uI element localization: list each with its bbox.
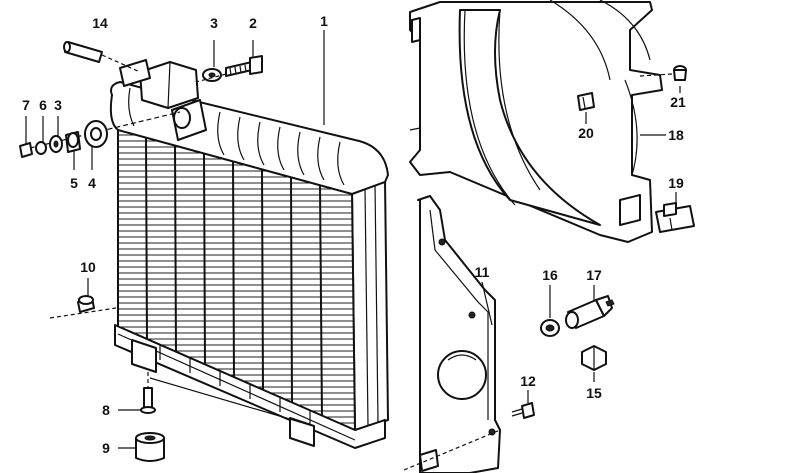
part-16-seal-ring (540, 319, 560, 337)
radiator (109, 59, 389, 449)
callout-6: 6 (39, 97, 47, 113)
callout-15: 15 (586, 385, 602, 401)
callout-12: 12 (520, 373, 536, 389)
callout-2: 2 (249, 15, 257, 31)
callout-11: 11 (475, 264, 490, 280)
part-4-grommet (84, 120, 108, 148)
callout-8: 8 (102, 402, 110, 418)
part-12-screw (511, 402, 535, 419)
part-3-washer-left (49, 135, 63, 153)
part-3-washer-top (202, 68, 222, 82)
callout-14: 14 (92, 15, 108, 31)
part-18-fan-shroud (409, 0, 663, 243)
callout-16: 16 (542, 267, 558, 283)
part-19-clip (655, 202, 695, 233)
part-2-bolt (225, 55, 263, 77)
part-6-washer (35, 141, 47, 155)
part-17-temperature-switch (565, 295, 615, 329)
callout-7: 7 (22, 97, 30, 113)
callout-5: 5 (70, 175, 78, 191)
leader-11 (481, 281, 493, 326)
callout-18: 18 (668, 127, 684, 143)
dash-2-3 (195, 73, 227, 83)
callout-17: 17 (586, 267, 602, 283)
callout-3-left: 3 (54, 97, 62, 113)
part-11-side-cover (417, 195, 501, 473)
part-10-drain-screw (77, 295, 95, 313)
part-20-clip (577, 92, 595, 111)
callout-9: 9 (102, 440, 110, 456)
callout-19: 19 (668, 175, 684, 191)
callout-20: 20 (578, 125, 594, 141)
callout-3-top: 3 (210, 15, 218, 31)
part-21-screw (673, 65, 687, 81)
part-5-sleeve (65, 131, 81, 153)
part-8-pin (140, 387, 156, 414)
part-14-sleeve (63, 41, 103, 63)
callout-4: 4 (88, 175, 96, 191)
part-7-nut (19, 142, 33, 158)
callout-labels: 1 2 3 3 4 5 6 7 8 9 10 11 12 14 15 16 17… (22, 13, 686, 456)
callout-10: 10 (80, 259, 96, 275)
callout-21: 21 (670, 94, 686, 110)
bracket-line (149, 377, 311, 426)
part-9-rubber-mount (135, 432, 165, 462)
dash-21 (639, 73, 673, 77)
dash-11 (403, 429, 501, 471)
callout-1: 1 (320, 13, 328, 29)
part-15-plug (581, 345, 607, 371)
